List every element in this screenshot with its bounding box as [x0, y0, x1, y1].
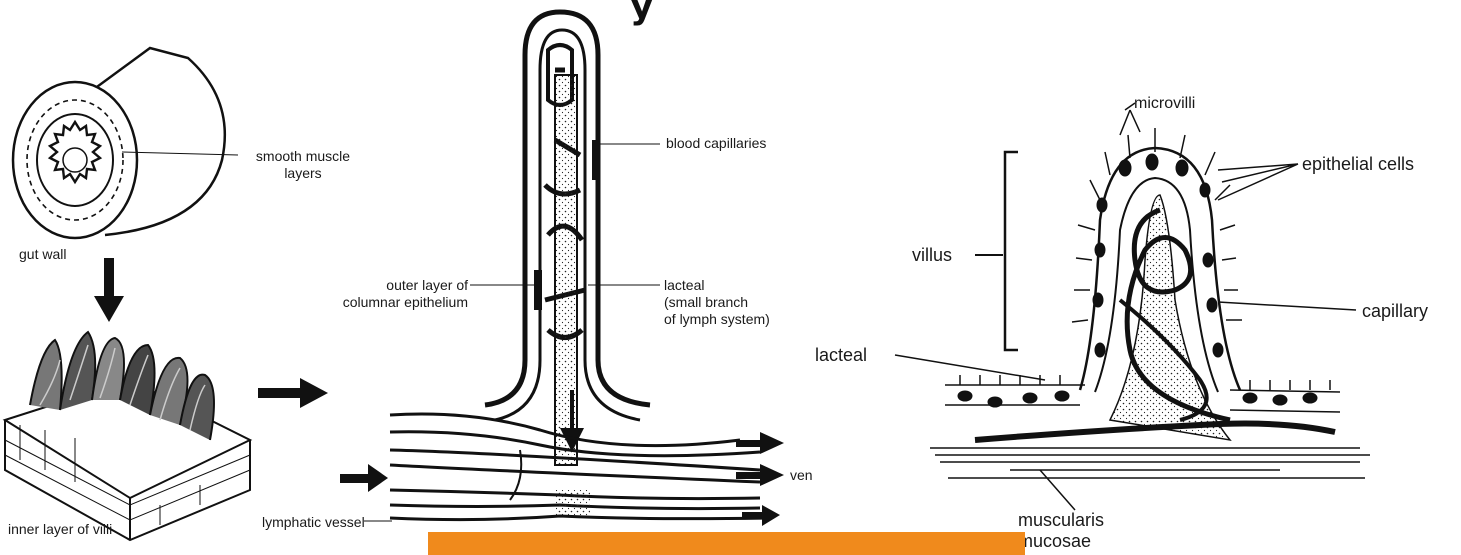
- outer-layer-label: outer layer of columnar epithelium: [318, 277, 468, 311]
- villus-detail: [930, 128, 1370, 478]
- inner-villi-label: inner layer of villi: [8, 521, 112, 538]
- smooth-muscle-label: smooth muscle layers: [248, 148, 358, 182]
- lacteal-middle-label: lacteal (small branch of lymph system): [664, 277, 770, 328]
- blood-capillaries-label: blood capillaries: [666, 135, 766, 152]
- title-fragment: y: [630, 0, 653, 27]
- ven-label: ven: [790, 467, 813, 484]
- lacteal-right-label: lacteal: [815, 345, 867, 366]
- banner: [428, 532, 1025, 555]
- epithelial-cells-label: epithelial cells: [1302, 154, 1414, 175]
- villus-cross-section: [390, 12, 770, 520]
- gut-wall-tube: [13, 48, 238, 238]
- inner-villi-block: [5, 332, 250, 540]
- microvilli-label: microvilli: [1134, 95, 1195, 112]
- middle-leader-lines: [364, 144, 660, 521]
- right-arrow-icon: [258, 378, 328, 408]
- gut-wall-label: gut wall: [19, 246, 66, 263]
- muscularis-mucosae-label: muscularis mucosae: [1018, 510, 1104, 552]
- down-arrow-icon: [94, 258, 124, 322]
- lymphatic-vessel-label: lymphatic vessel: [262, 514, 365, 531]
- capillary-label: capillary: [1362, 301, 1428, 322]
- villus-label: villus: [912, 245, 952, 266]
